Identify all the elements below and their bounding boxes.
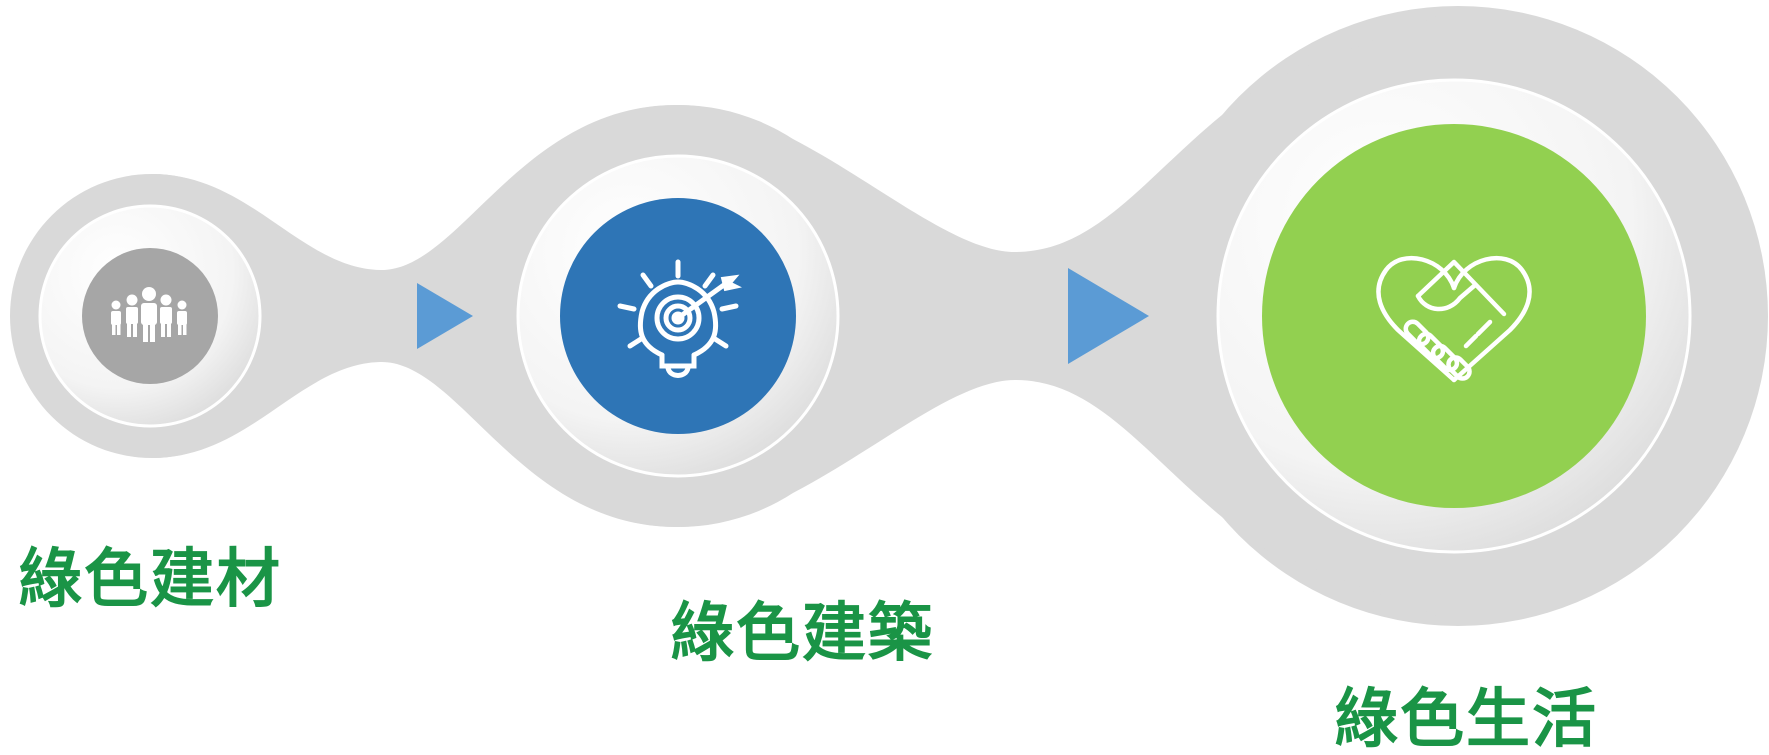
step-1-node	[38, 204, 262, 428]
step-2-node	[516, 154, 840, 478]
step-3-circle	[1262, 124, 1646, 508]
step-2-label: 綠色建築	[670, 597, 934, 671]
arrow-2-icon	[1068, 268, 1149, 364]
arrow-1-icon	[417, 283, 473, 349]
lightbulb-target-icon	[617, 259, 742, 378]
heart-handshake-icon	[1376, 255, 1532, 383]
step-3-label: 綠色生活	[1334, 683, 1598, 755]
step-3-node	[1216, 78, 1692, 554]
people-group-icon	[111, 287, 187, 342]
step-1-label: 綠色建材	[18, 543, 282, 617]
